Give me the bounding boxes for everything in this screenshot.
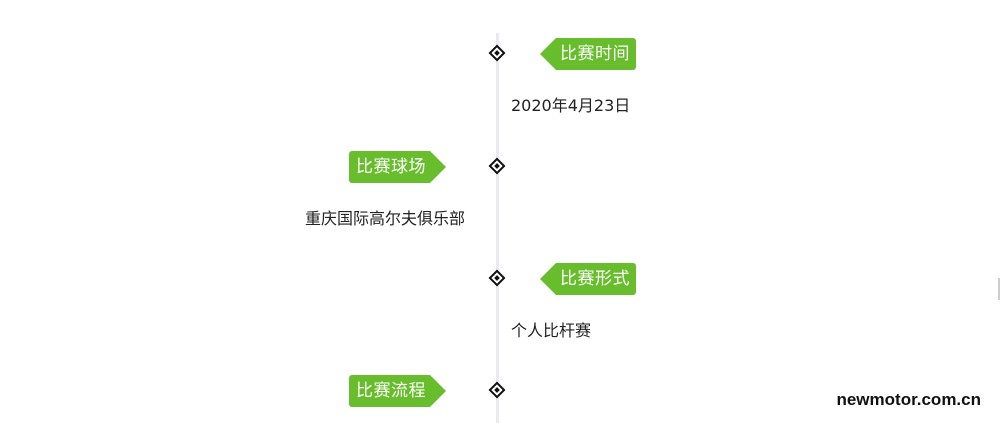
tag-match-process: 比赛流程 (349, 375, 446, 407)
timeline-node-icon (488, 381, 506, 399)
timeline-line (496, 33, 499, 423)
timeline-node-icon (488, 157, 506, 175)
tag-match-format: 比赛形式 (540, 263, 636, 295)
watermark: newmotor.com.cn (836, 390, 981, 409)
detail-match-time: 2020年4月23日 (511, 96, 631, 115)
timeline-node-icon (488, 269, 506, 287)
scrollbar-edge[interactable] (998, 278, 1000, 300)
detail-match-format: 个人比杆赛 (511, 321, 592, 340)
timeline-node-icon (488, 44, 506, 62)
tag-match-course: 比赛球场 (349, 151, 446, 183)
tag-match-time: 比赛时间 (540, 38, 636, 70)
detail-match-course: 重庆国际高尔夫俱乐部 (305, 209, 466, 228)
